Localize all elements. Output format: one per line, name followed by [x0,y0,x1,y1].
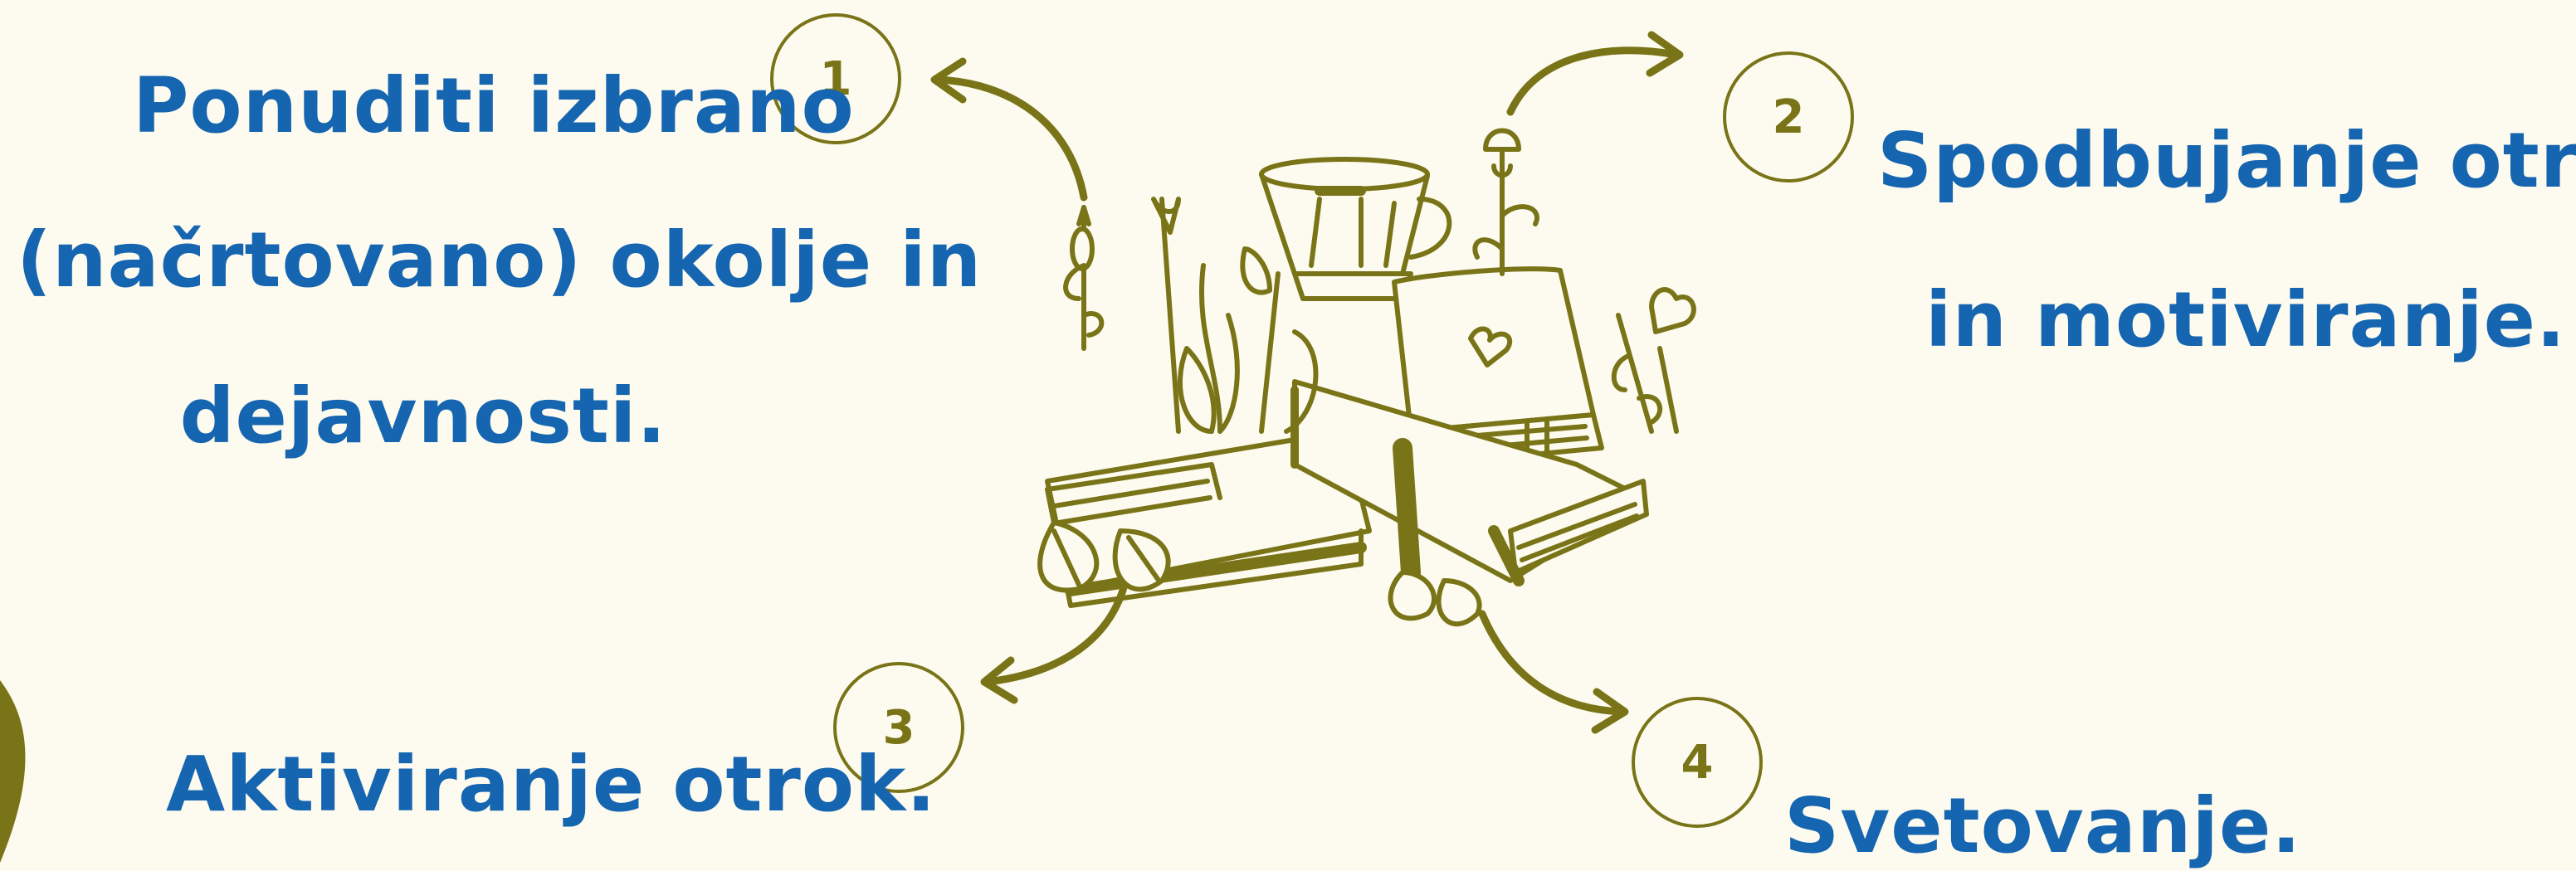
step-1-line-2: (načrtovano) okolje in [17,222,838,299]
step-3-label: Aktiviranje otrok. [166,747,830,823]
step-4-number-badge: 4 [1632,697,1763,828]
step-2-line-2: in motiviranje. [1925,282,2523,358]
step-1-line-1: Ponuditi izbrano [133,68,747,144]
step-2-line-1: Spodbujanje otrok [1877,123,2566,199]
arrow-to-step-2-icon [1510,51,1676,112]
step-4-label: Svetovanje. [1784,788,2249,864]
step-2-number-badge: 2 [1723,51,1854,182]
step-1-line-3: dejavnosti. [166,378,681,455]
